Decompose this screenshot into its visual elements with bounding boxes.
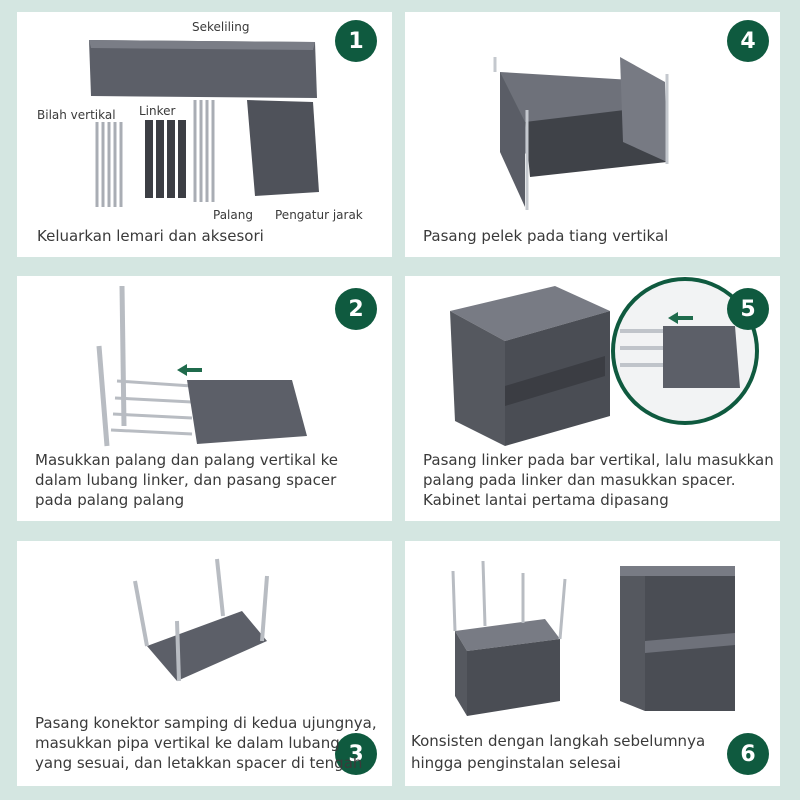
parts-illustration (89, 40, 319, 207)
side-connector-illustration (133, 558, 269, 682)
label-palang: Palang (213, 208, 253, 222)
step-5-panel: 5 Pasang linker pada bar vertikal, lalu … (405, 276, 780, 521)
label-bilah-vertikal: Bilah vertikal (37, 108, 116, 122)
step-caption-line-1: Pasang linker pada bar vertikal, lalu ma… (423, 451, 774, 469)
step-caption-line-1: Pasang konektor samping di kedua ujungny… (35, 714, 377, 732)
label-linker: Linker (139, 104, 176, 118)
step-6-panel: 6 Konsisten dengan langkah sebelumnya hi… (405, 541, 780, 786)
insert-bars-illustration (96, 285, 307, 447)
step-number-badge: 2 (335, 288, 377, 330)
step-4-panel: 4 Pasang pelek pada tiang vertikal (405, 12, 780, 257)
label-sekeliling: Sekeliling (192, 20, 250, 34)
step-caption-line-3: pada palang palang (35, 491, 185, 509)
step-caption-line-2: hingga penginstalan selesai (411, 754, 621, 772)
frame-with-rim-illustration (493, 57, 669, 210)
step-caption-line-3: yang sesuai, dan letakkan spacer di teng… (35, 754, 363, 772)
step-caption-line-1: Masukkan palang dan palang vertikal ke (35, 451, 339, 469)
step-caption-line-2: palang pada linker dan masukkan spacer. (423, 471, 736, 489)
step-caption-line-1: Konsisten dengan langkah sebelumnya (411, 732, 706, 750)
step-caption: Pasang pelek pada tiang vertikal (423, 227, 669, 245)
step-number-badge: 5 (727, 288, 769, 330)
step-3-panel: 3 Pasang konektor samping di kedua ujung… (17, 541, 392, 786)
step-number-badge: 3 (335, 733, 377, 775)
first-tier-cabinet-illustration (450, 277, 759, 446)
label-pengatur-jarak: Pengatur jarak (275, 208, 363, 222)
step-caption-line-2: masukkan pipa vertikal ke dalam lubang (35, 734, 340, 752)
step-caption-line-3: Kabinet lantai pertama dipasang (423, 491, 669, 509)
step-1-panel: Sekeliling Bilah vertikal Linker Palang … (17, 12, 392, 257)
completed-cabinet-illustration (451, 560, 735, 716)
step-number-badge: 4 (727, 20, 769, 62)
step-number-badge: 1 (335, 20, 377, 62)
step-caption: Keluarkan lemari dan aksesori (37, 227, 264, 245)
step-number-badge: 6 (727, 733, 769, 775)
step-2-panel: 2 Masukkan palang dan palang vertikal ke… (17, 276, 392, 521)
step-caption-line-2: dalam lubang linker, dan pasang spacer (35, 471, 337, 489)
